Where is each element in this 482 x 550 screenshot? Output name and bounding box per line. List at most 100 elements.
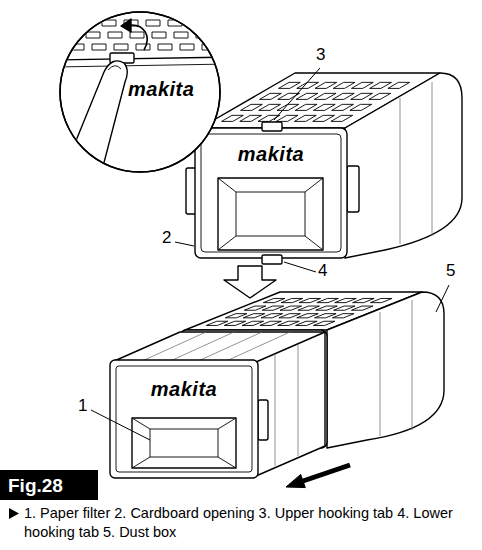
- detail-inset: [60, 12, 220, 172]
- brand-logo: makita: [238, 144, 304, 164]
- pull-arrow: [286, 474, 305, 487]
- figure-number: Fig.28: [8, 476, 63, 495]
- vent-slots: [294, 115, 316, 121]
- vent-slots: [351, 306, 373, 310]
- vent-slots: [388, 82, 410, 88]
- dust-box-bottom: [327, 292, 444, 448]
- vent-slots: [80, 20, 94, 26]
- vent-slots: [241, 104, 263, 110]
- paper-filter: [258, 400, 268, 440]
- vent-slots: [108, 32, 122, 38]
- detail-inset: [55, 57, 230, 60]
- filter-frame: [347, 166, 359, 212]
- vent-slots: [350, 104, 372, 110]
- leader-line: [175, 242, 194, 246]
- callout-number: 1: [78, 397, 87, 414]
- vent-slots: [297, 82, 319, 88]
- leader-line: [91, 410, 150, 440]
- brand-logo: makita: [128, 79, 194, 99]
- vent-slots: [114, 44, 128, 50]
- dust-box-top: [345, 73, 462, 258]
- detail-inset: [121, 19, 131, 32]
- hooking-tab: [262, 122, 282, 131]
- vent-slots: [314, 93, 336, 99]
- vent-slots: [277, 104, 299, 110]
- vent-slots: [180, 44, 194, 50]
- paper-filter: [256, 332, 325, 362]
- vent-slots: [260, 93, 282, 99]
- dust-box-top: [432, 82, 433, 236]
- paper-filter: [116, 366, 252, 472]
- filter-frame: [218, 178, 323, 250]
- detail-inset: [55, 64, 230, 67]
- filter-frame: [186, 128, 359, 258]
- paper-filter: [132, 418, 236, 468]
- detail-inset: [108, 66, 121, 70]
- vent-slots: [313, 115, 335, 121]
- dust-box-top: [400, 98, 401, 244]
- vent-slots: [206, 298, 392, 325]
- vent-slots: [218, 32, 232, 38]
- vent-slots: [315, 82, 337, 88]
- vent-slots: [351, 93, 373, 99]
- vent-slots: [130, 32, 144, 38]
- vent-slots: [190, 20, 204, 26]
- paper-filter: [140, 332, 290, 362]
- vent-slots: [279, 82, 301, 88]
- callout-number: 3: [316, 46, 325, 63]
- filter-frame: [218, 178, 323, 250]
- figure-tag: [0, 470, 98, 500]
- pull-arrow: [303, 465, 350, 481]
- vent-slots: [332, 314, 354, 318]
- paper-filter: [110, 360, 258, 478]
- vent-slots: [92, 44, 106, 50]
- vent-slots: [370, 82, 392, 88]
- vent-slots: [332, 93, 354, 99]
- vent-slots: [146, 20, 160, 26]
- figure-caption: 1. Paper filter 2. Cardboard opening 3. …: [24, 504, 476, 541]
- vent-slots: [240, 115, 262, 121]
- pull-arrow: [286, 465, 350, 488]
- vent-slots: [158, 44, 172, 50]
- callout-number: 4: [318, 262, 327, 279]
- callout-number: 2: [162, 229, 171, 246]
- paper-filter: [275, 344, 298, 466]
- filter-frame: [201, 134, 341, 252]
- vent-slots: [259, 104, 281, 110]
- vent-slots: [58, 20, 72, 26]
- detail-inset: [130, 25, 147, 50]
- vent-slots: [86, 32, 100, 38]
- detail-inset: [60, 12, 220, 172]
- dust-box-bottom: [412, 300, 413, 430]
- vent-slots: [136, 44, 150, 50]
- vent-slots: [369, 93, 391, 99]
- vent-slots: [313, 321, 335, 325]
- vent-slots: [295, 104, 317, 110]
- detail-inset: [55, 12, 238, 178]
- dust-box-top: [200, 73, 462, 258]
- callout-number: 5: [446, 262, 455, 279]
- paper-filter: [110, 332, 325, 478]
- step-arrow: [224, 266, 276, 298]
- vent-slots: [296, 93, 318, 99]
- vent-slots: [258, 115, 280, 121]
- paper-filter: [150, 429, 218, 457]
- vent-slots: [331, 115, 353, 121]
- illustration: [0, 12, 462, 519]
- vent-slots: [313, 104, 335, 110]
- brand-logo: makita: [151, 379, 217, 399]
- vent-slots: [152, 32, 166, 38]
- vent-slots: [222, 82, 410, 121]
- vent-slots: [332, 104, 354, 110]
- vent-slots: [370, 298, 392, 302]
- vent-slots: [224, 44, 238, 50]
- vent-slots: [174, 32, 188, 38]
- caption-bullet: [9, 508, 19, 519]
- vent-slots: [64, 32, 78, 38]
- detail-inset: [62, 61, 127, 178]
- leader-line: [436, 285, 449, 312]
- hooking-tab: [262, 255, 282, 264]
- paper-filter: [112, 332, 325, 476]
- filter-frame: [236, 192, 305, 236]
